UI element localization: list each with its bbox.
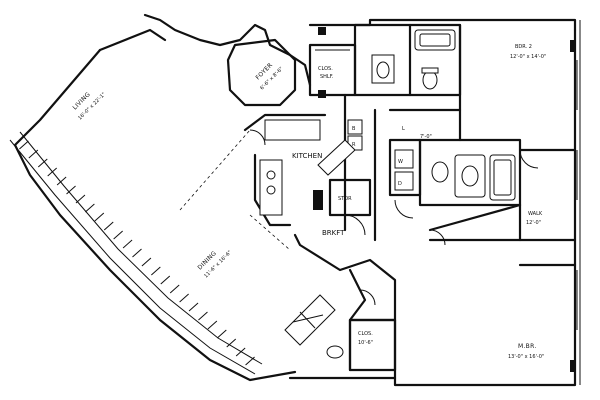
railing-hatch [85,203,95,213]
railing-hatch [226,338,237,348]
railing-hatch [207,320,218,330]
linen-dims: 7'-0" [420,134,432,140]
railing-hatch [66,185,76,195]
railing-hatch [37,158,48,168]
railing-hatch [198,311,208,321]
bathtub-master [284,294,336,346]
railing-hatch [245,356,255,366]
railing-hatch [132,248,142,258]
closet-top-sub: SHLF. [320,74,334,80]
fixtures [249,27,578,372]
railing-hatch [122,239,133,249]
railing-hatch [94,212,105,222]
closet-bottom-label: CLOS. [358,331,373,337]
walk-in-dims: 12'-0" [526,220,541,226]
railing-hatch [235,347,246,357]
cabinet-b-label: B [352,126,356,132]
railing-hatch [160,275,171,285]
door-swing [344,214,366,236]
railing-hatch [151,266,161,276]
toilet-top [422,70,438,90]
washer-label: W [398,159,403,165]
railing-hatch [188,302,199,312]
railing-hatch [28,149,39,159]
railing-hatch [113,230,123,240]
railing-hatch [103,221,114,231]
railing-hatch [75,194,86,204]
mbr-label: M.BR. [518,343,537,350]
toilet-bath2 [431,161,449,183]
railing-hatch [47,167,58,177]
cabinet-r-label: R [352,142,356,148]
stove-burner-icon [266,170,276,180]
brkft-label: BRKFT [322,229,345,237]
mbr-dims: 13'-0" x 16'-0" [508,354,544,360]
bdr2-label: BDR. 2 [515,44,532,50]
balcony-railing [19,140,255,366]
refrigerator [313,190,323,210]
railing-hatch [179,293,189,303]
dryer-label: D [398,181,402,187]
railing-hatch [141,257,152,267]
washer [394,149,414,169]
linen-label: L [402,126,405,132]
kitchen-counter-top [264,119,321,141]
walk-in-label: WALK [528,211,543,217]
closet-top-label: CLOS. [318,66,333,72]
cabinet-b [347,119,363,135]
railing-hatch [56,176,67,186]
kitchen-island [317,139,356,176]
outer-walls [9,13,581,387]
kitchen-label: KITCHEN [292,152,322,160]
stor-label: STOR [338,196,352,202]
railing-hatch [19,140,29,150]
interior-walls [179,23,577,380]
closet-bottom-sub: 10'-6" [358,340,373,346]
dryer [394,171,414,191]
bdr2-dims: 12'-0" x 14'-0" [510,54,546,60]
toilet-master [326,345,344,359]
railing-hatch [169,284,180,294]
railing-hatch [216,329,227,339]
